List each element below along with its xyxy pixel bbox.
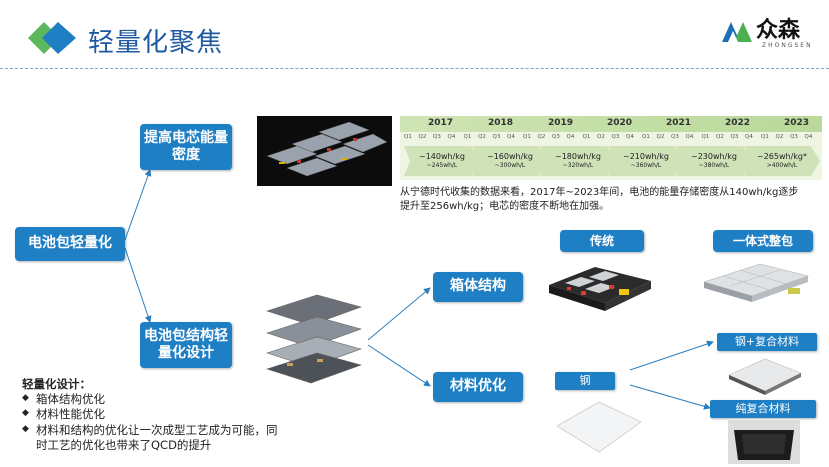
quarter-label: Q3 xyxy=(671,134,679,140)
cell-energy-density-node: 提高电芯能量密度 xyxy=(140,124,232,170)
quarter-label: Q3 xyxy=(790,134,798,140)
quarter-label: Q2 xyxy=(597,134,605,140)
quarter-label: Q2 xyxy=(537,134,546,140)
quarter-label: Q4 xyxy=(566,134,575,140)
header-divider xyxy=(0,68,829,69)
quarter-label: Q4 xyxy=(507,134,515,140)
density-value: ~140wh/kg~245wh/L xyxy=(419,152,465,169)
density-value: ~210wh/kg~360wh/L xyxy=(623,152,669,169)
quarter-label: Q4 xyxy=(626,134,634,140)
steel-composite-label: 钢+复合材料 xyxy=(717,333,817,351)
timeline-arrow xyxy=(744,146,820,176)
timeline-caption: 从宁德时代收集的数据来看，2017年~2023年间，电池的能量存储密度从140w… xyxy=(400,187,799,212)
year-label: 2023 xyxy=(784,118,810,128)
pure-composite-panel-image xyxy=(728,420,800,464)
year-label: 2018 xyxy=(488,118,514,128)
quarter-label: Q3 xyxy=(433,134,441,140)
year-label: 2021 xyxy=(666,118,692,128)
quarter-label: Q4 xyxy=(804,134,813,140)
year-label: 2019 xyxy=(548,118,574,128)
steel-label: 钢 xyxy=(555,372,615,390)
pack-structure-design-node: 电池包结构轻量化设计 xyxy=(140,322,232,368)
quarter-row: Q1 Q2 Q3 Q4 Q1 Q2 Q3 Q4 Q1 Q2 Q3 Q4 Q1 Q2 Q3 Q4 Q1 Q2 Q3 Q4… xyxy=(400,134,822,144)
exploded-pack-image xyxy=(266,294,362,384)
density-value: ~180wh/kg~320wh/L xyxy=(555,152,601,169)
pure-composite-label: 纯复合材料 xyxy=(710,400,816,418)
quarter-label: Q4 xyxy=(685,134,694,140)
quarter-label: Q4 xyxy=(745,134,753,140)
battery-pack-lightweight-node: 电池包轻量化 xyxy=(15,227,125,261)
density-value: ~230wh/kg~380wh/L xyxy=(691,152,737,169)
traditional-pack-image xyxy=(549,267,651,311)
timeline-year-band xyxy=(400,116,822,132)
density-value: ~160wh/kg~300wh/L xyxy=(487,152,533,169)
integrated-pack-image xyxy=(702,263,810,302)
title-diamond-icon xyxy=(28,22,76,54)
quarter-label: Q1 xyxy=(701,134,710,140)
timeline-arrow xyxy=(676,146,752,176)
notes-heading: 轻量化设计： xyxy=(22,377,91,391)
quarter-label: Q3 xyxy=(492,134,501,140)
page-title: 轻量化聚焦 xyxy=(88,28,224,58)
quarter-label: Q1 xyxy=(523,134,531,140)
quarter-label: Q2 xyxy=(775,134,784,140)
timeline-arrow xyxy=(608,146,684,176)
integrated-pack-label: 一体式整包 xyxy=(713,230,813,252)
traditional-label: 传统 xyxy=(560,230,644,252)
quarter-label: Q1 xyxy=(463,134,472,140)
quarter-label: Q1 xyxy=(582,134,591,140)
material-optimization-node: 材料优化 xyxy=(433,372,523,402)
year-label: 2020 xyxy=(607,118,633,128)
notes-item: 材料和结构的优化让一次成型工艺成为可能，同时工艺的优化也带来了QCD的提升 xyxy=(22,423,282,453)
quarter-label: Q2 xyxy=(418,134,427,140)
battery-module-image xyxy=(257,116,392,186)
timeline-arrow xyxy=(472,146,548,176)
logo-text: 众森 xyxy=(756,18,801,43)
quarter-label: Q1 xyxy=(404,134,412,140)
quarter-label: Q2 xyxy=(656,134,665,140)
year-label: 2017 xyxy=(428,118,454,128)
quarter-label: Q1 xyxy=(761,134,769,140)
quarter-label: Q3 xyxy=(730,134,739,140)
quarter-label: Q3 xyxy=(611,134,620,140)
steel-panel-image xyxy=(556,401,642,453)
company-logo-icon xyxy=(722,22,752,42)
design-notes: 轻量化设计： 箱体结构优化 材料性能优化 材料和结构的优化让一次成型工艺成为可能… xyxy=(22,377,282,453)
timeline-arrow xyxy=(404,146,480,176)
quarter-label: Q1 xyxy=(642,134,650,140)
notes-item: 材料性能优化 xyxy=(22,407,282,422)
box-structure-node: 箱体结构 xyxy=(433,272,523,302)
quarter-label: Q4 xyxy=(447,134,456,140)
density-value: ~265wh/kg*>400wh/L xyxy=(757,152,807,169)
quarter-label: Q3 xyxy=(552,134,560,140)
quarter-label: Q2 xyxy=(716,134,724,140)
steel-composite-panel-image xyxy=(728,358,802,395)
timeline-arrow xyxy=(540,146,616,176)
year-label: 2022 xyxy=(725,118,751,128)
notes-item: 箱体结构优化 xyxy=(22,392,282,407)
quarter-label: Q2 xyxy=(478,134,486,140)
logo-subtext: ZHONGSEN xyxy=(762,42,813,49)
